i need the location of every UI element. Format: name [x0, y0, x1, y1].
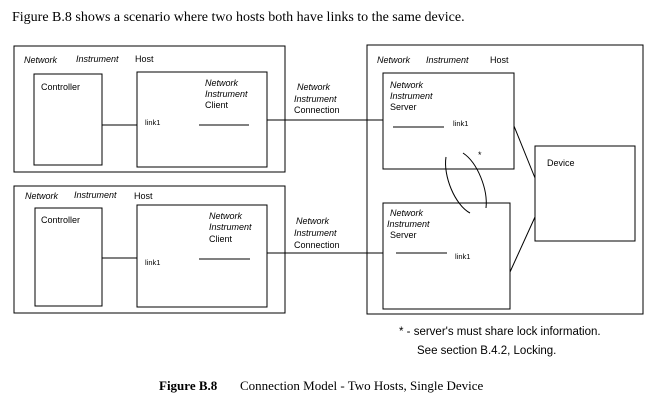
connection-2: Network Instrument Connection — [267, 216, 383, 254]
host-2-link-label: link1 — [145, 258, 160, 267]
server-1-line-3: Server — [390, 102, 417, 112]
host-1: Network Instrument Host Controller Netwo… — [13, 45, 286, 173]
note-line-2: See section B.4.2, Locking. — [417, 345, 556, 357]
note-line-1: * - server's must share lock information… — [399, 326, 601, 338]
host-1-client-line-3: Client — [205, 100, 229, 110]
host-1-controller-label: Controller — [41, 82, 80, 92]
server-2-link-label: link1 — [455, 252, 470, 261]
server-host-frame — [366, 44, 644, 315]
device-label: Device — [547, 158, 575, 168]
host-1-link-label: link1 — [145, 118, 160, 127]
server-2-box — [382, 202, 511, 310]
connection-1: Network Instrument Connection — [267, 82, 383, 121]
host-2-frame — [13, 185, 286, 314]
server-2-line-2: Instrument — [387, 219, 430, 229]
connection-1-line-3: Connection — [294, 105, 340, 115]
host-1-controller-box — [33, 73, 103, 166]
caption-text: Connection Model - Two Hosts, Single Dev… — [240, 378, 484, 393]
connection-1-line-2: Instrument — [294, 94, 337, 104]
server-host-label-instrument: Instrument — [426, 55, 469, 65]
connection-1-line-1: Network — [297, 82, 331, 92]
server-host: Network Instrument Host Network Instrume… — [366, 44, 644, 315]
host-1-frame — [13, 45, 286, 173]
host-1-client-line-1: Network — [205, 78, 239, 88]
connection-2-line-2: Instrument — [294, 228, 337, 238]
host-2-client-line-2: Instrument — [209, 222, 252, 232]
host-2-controller-box — [34, 207, 103, 307]
host-2-label-network: Network — [25, 191, 59, 201]
host-1-label-instrument: Instrument — [76, 54, 119, 64]
connection-2-line-1: Network — [296, 216, 330, 226]
host-2-label-instrument: Instrument — [74, 190, 117, 200]
host-1-client-line-2: Instrument — [205, 89, 248, 99]
lock-asterisk: * — [478, 150, 482, 160]
host-2-label-host: Host — [134, 191, 153, 201]
device-box — [534, 145, 636, 242]
host-2-client-line-1: Network — [209, 211, 243, 221]
server-2-line-1: Network — [390, 208, 424, 218]
server-1-link-label: link1 — [453, 119, 468, 128]
host-2-client-box — [136, 204, 268, 308]
server-2-line-3: Server — [390, 230, 417, 240]
server-1-line-2: Instrument — [390, 91, 433, 101]
server-1-box — [382, 72, 515, 170]
server-2-device-link — [509, 216, 536, 273]
connection-2-line-3: Connection — [294, 240, 340, 250]
lock-share-curve-left — [445, 156, 471, 214]
server-1-line-1: Network — [390, 80, 424, 90]
server-host-label-network: Network — [377, 55, 411, 65]
host-2: Network Instrument Host Controller Netwo… — [13, 185, 286, 314]
caption-figure-number: Figure B.8 — [159, 378, 218, 393]
host-1-label-network: Network — [24, 55, 58, 65]
intro-text: Figure B.8 shows a scenario where two ho… — [12, 10, 465, 25]
host-2-controller-label: Controller — [41, 215, 80, 225]
host-2-client-line-3: Client — [209, 234, 233, 244]
host-1-label-host: Host — [135, 54, 154, 64]
server-1-device-link — [513, 125, 536, 179]
server-host-label-host: Host — [490, 55, 509, 65]
lock-share-curve-right — [462, 152, 487, 209]
